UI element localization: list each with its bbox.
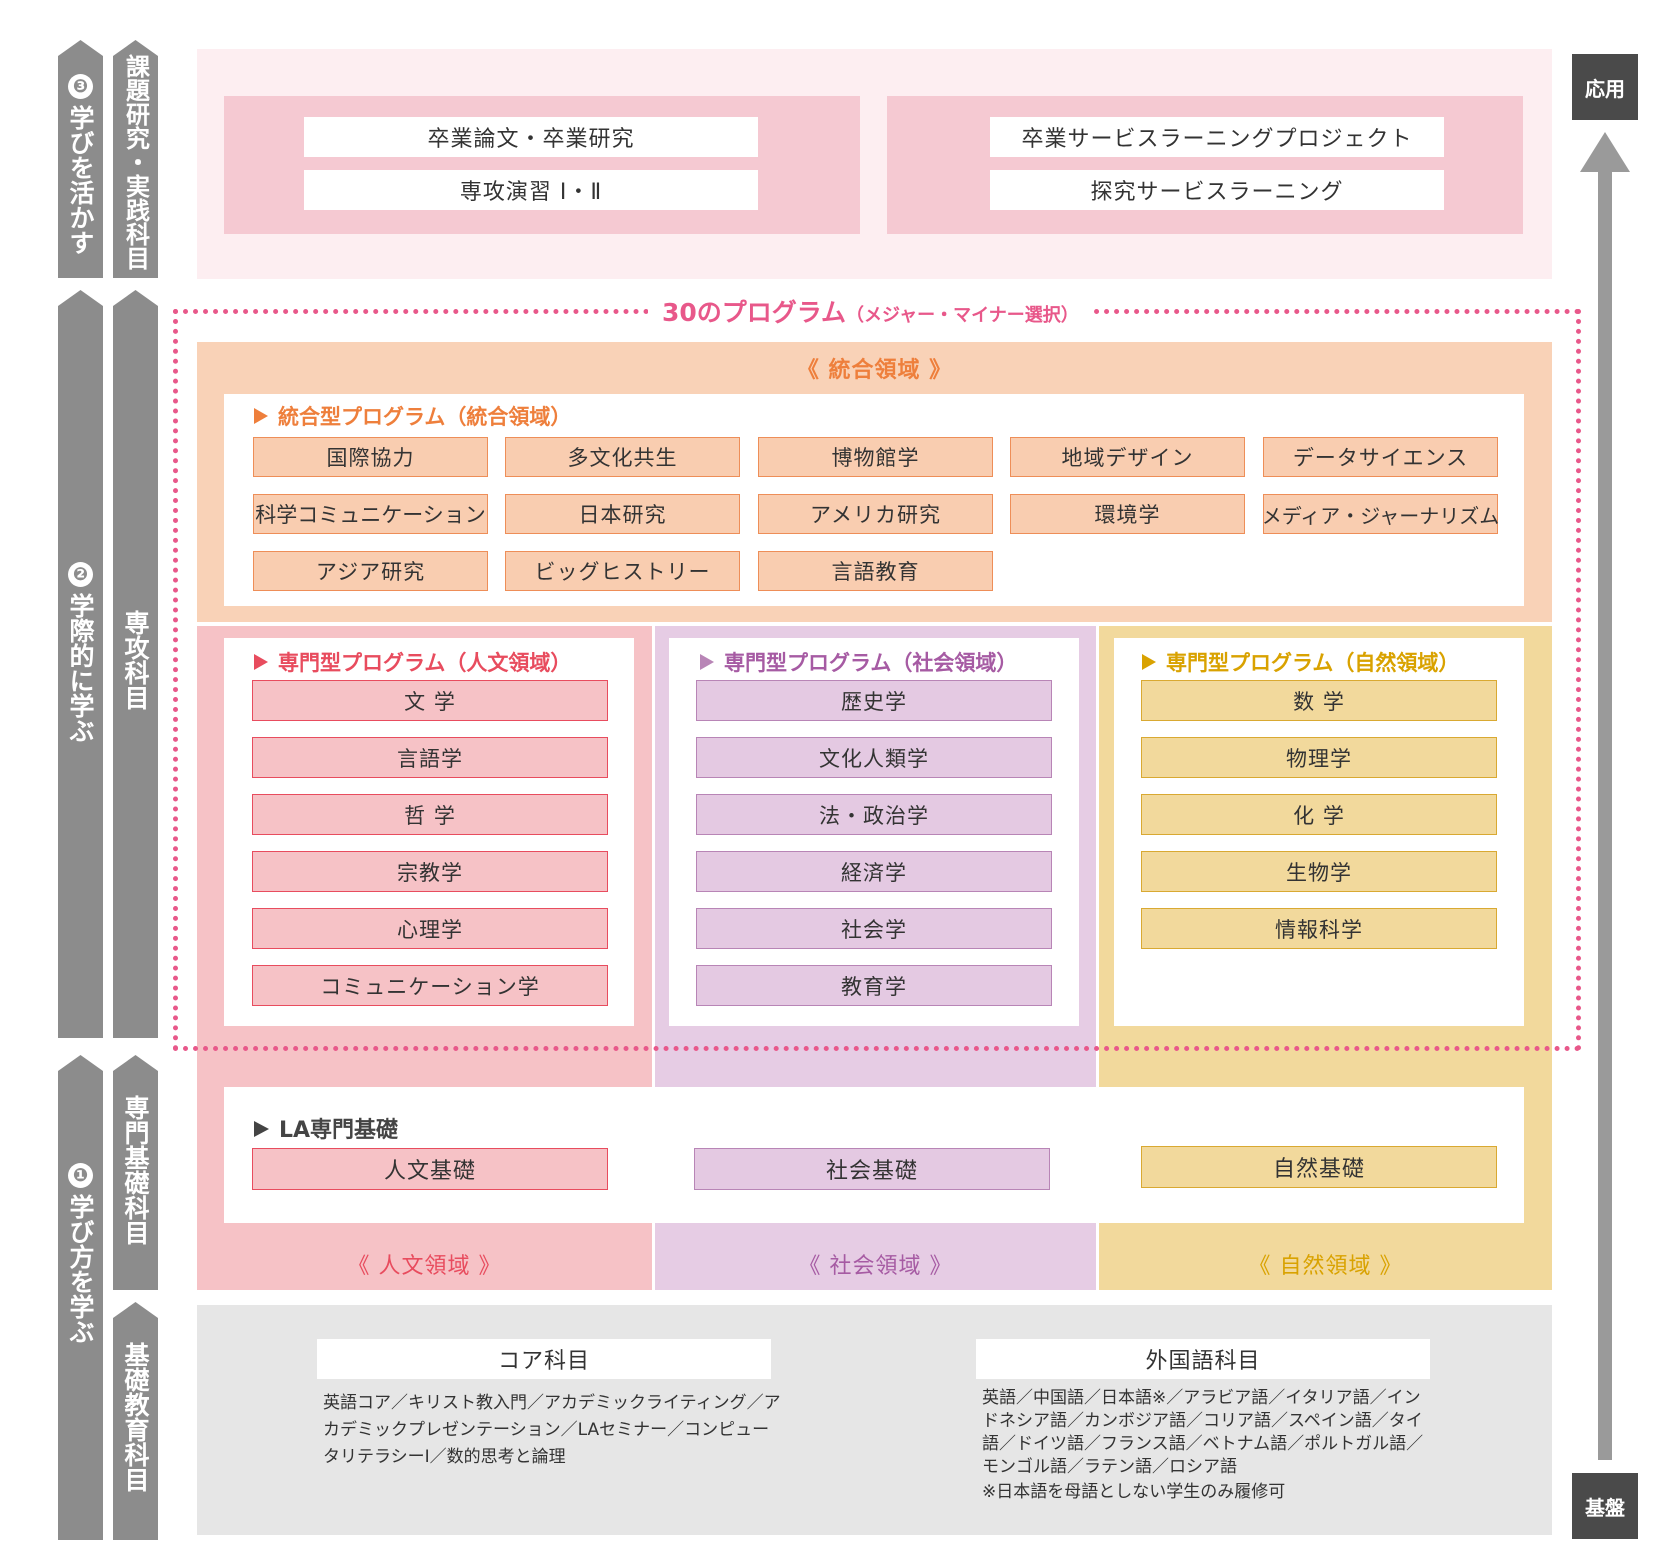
- humanities-heading-text: 専門型プログラム（人文領域）: [278, 651, 572, 675]
- program-philosophy: 哲 学: [252, 794, 608, 835]
- core-subjects-list: 英語コア／キリスト教入門／アカデミックライティング／アカデミックプレゼンテーショ…: [323, 1393, 781, 1467]
- major-label: 専攻科目: [121, 610, 150, 710]
- program-linguistics: 言語学: [252, 737, 608, 778]
- step3-number: ❸: [68, 74, 93, 99]
- program-mathematics: 数 学: [1141, 680, 1497, 721]
- specialized-basic-label: 専門基礎科目: [121, 1095, 150, 1245]
- graduation-service-learning: 卒業サービスラーニングプロジェクト: [990, 117, 1444, 157]
- integrated-region-label: 《 統合領域 》: [796, 358, 953, 383]
- step3-arrow: ❸ 学びを活かす: [58, 40, 103, 278]
- social-region-label: 《 社会領域 》: [798, 1254, 953, 1279]
- program-information-science: 情報科学: [1141, 908, 1497, 949]
- program-physics: 物理学: [1141, 737, 1497, 778]
- humanities-region-label: 《 人文領域 》: [347, 1254, 502, 1279]
- program-museum-studies: 博物館学: [758, 437, 993, 477]
- step2-number: ❷: [68, 562, 93, 587]
- foreign-language-note: ※日本語を母語としない学生のみ履修可: [982, 1482, 1286, 1502]
- social-basic: 社会基礎: [694, 1148, 1050, 1190]
- program-economics: 経済学: [696, 851, 1052, 892]
- program-biology: 生物学: [1141, 851, 1497, 892]
- play-triangle-icon: [254, 654, 268, 670]
- humanities-basic: 人文基礎: [252, 1148, 608, 1190]
- play-triangle-icon: [254, 408, 268, 424]
- core-subjects-title: コア科目: [317, 1339, 771, 1379]
- play-triangle-icon: [700, 654, 714, 670]
- social-heading-text: 専門型プログラム（社会領域）: [724, 651, 1018, 675]
- step3-label: 学びを活かす: [66, 105, 95, 255]
- program-multicultural: 多文化共生: [505, 437, 740, 477]
- program-sociology: 社会学: [696, 908, 1052, 949]
- program-language-education: 言語教育: [758, 551, 993, 591]
- practice-label: 課題研究・実践科目: [121, 54, 150, 270]
- la-basic-heading: LA専門基礎: [254, 1112, 398, 1144]
- practice-arrow: 課題研究・実践科目: [113, 40, 158, 278]
- foreign-language-list: 英語／中国語／日本語※／アラビア語／イタリア語／インドネシア語／カンボジア語／コ…: [982, 1388, 1424, 1477]
- program-asian-studies: アジア研究: [253, 551, 488, 591]
- inquiry-service-learning: 探究サービスラーニング: [990, 170, 1444, 210]
- programs-title-sub: （メジャー・マイナー選択）: [846, 305, 1079, 326]
- program-chemistry: 化 学: [1141, 794, 1497, 835]
- program-big-history: ビッグヒストリー: [505, 551, 740, 591]
- social-heading: 専門型プログラム（社会領域）: [700, 647, 1017, 677]
- natural-heading-text: 専門型プログラム（自然領域）: [1166, 651, 1460, 675]
- natural-basic: 自然基礎: [1141, 1146, 1497, 1188]
- step1-arrow: ❶ 学び方を学ぶ: [58, 1055, 103, 1540]
- programs-title-main: 30のプログラム: [662, 298, 847, 327]
- program-psychology: 心理学: [252, 908, 608, 949]
- program-japan-studies: 日本研究: [505, 494, 740, 534]
- play-triangle-icon: [254, 1121, 269, 1137]
- program-communication: コミュニケーション学: [252, 965, 608, 1006]
- step1-number: ❶: [68, 1163, 93, 1188]
- specialized-basic-arrow: 専門基礎科目: [113, 1055, 158, 1290]
- foreign-language-title: 外国語科目: [976, 1339, 1430, 1379]
- programs-dotted-frame: [173, 309, 1581, 1051]
- program-religious-studies: 宗教学: [252, 851, 608, 892]
- program-education: 教育学: [696, 965, 1052, 1006]
- major-arrow: 専攻科目: [113, 290, 158, 1038]
- program-american-studies: アメリカ研究: [758, 494, 993, 534]
- step2-arrow: ❷ 学際的に学ぶ: [58, 290, 103, 1038]
- step2-label: 学際的に学ぶ: [66, 593, 95, 743]
- basic-education-arrow: 基礎教育科目: [113, 1302, 158, 1540]
- program-regional-design: 地域デザイン: [1010, 437, 1245, 477]
- la-basic-heading-text: LA専門基礎: [279, 1118, 399, 1143]
- program-international-cooperation: 国際協力: [253, 437, 488, 477]
- graduation-thesis: 卒業論文・卒業研究: [304, 117, 758, 157]
- natural-heading: 専門型プログラム（自然領域）: [1142, 647, 1459, 677]
- level-bottom-label: 基盤: [1572, 1473, 1638, 1539]
- program-cultural-anthropology: 文化人類学: [696, 737, 1052, 778]
- program-science-communication: 科学コミュニケーション: [253, 494, 488, 534]
- program-literature: 文 学: [252, 680, 608, 721]
- play-triangle-icon: [1142, 654, 1156, 670]
- program-media-journalism: メディア・ジャーナリズム: [1262, 494, 1499, 534]
- up-arrow-icon: [1580, 132, 1630, 1460]
- integrated-heading: 統合型プログラム（統合領域）: [254, 401, 571, 431]
- program-data-science: データサイエンス: [1263, 437, 1498, 477]
- program-law-politics: 法・政治学: [696, 794, 1052, 835]
- humanities-heading: 専門型プログラム（人文領域）: [254, 647, 571, 677]
- natural-region-label: 《 自然領域 》: [1248, 1254, 1403, 1279]
- programs-title: 30のプログラム（メジャー・マイナー選択）: [648, 293, 1093, 329]
- step1-label: 学び方を学ぶ: [66, 1194, 95, 1344]
- program-history: 歴史学: [696, 680, 1052, 721]
- integrated-heading-text: 統合型プログラム（統合領域）: [278, 405, 572, 429]
- basic-education-label: 基礎教育科目: [121, 1342, 150, 1492]
- program-environmental: 環境学: [1010, 494, 1245, 534]
- major-seminar: 専攻演習 Ⅰ・Ⅱ: [304, 170, 758, 210]
- level-top-label: 応用: [1572, 54, 1638, 120]
